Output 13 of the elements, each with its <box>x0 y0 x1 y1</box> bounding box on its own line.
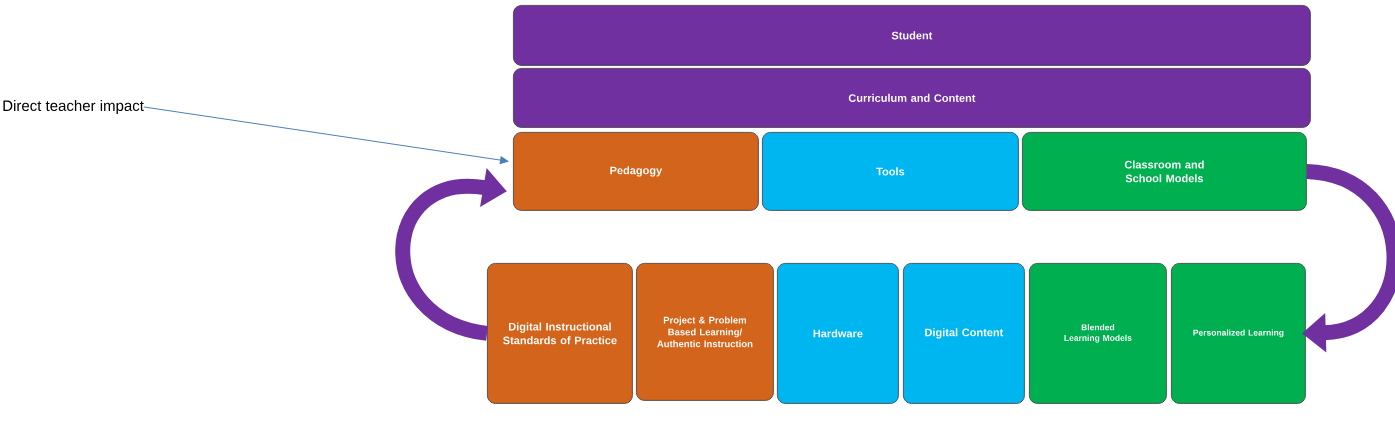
arrow <box>143 106 509 164</box>
practice-box: Personalized Learning <box>1171 263 1306 404</box>
practice-box: Blended Learning Models <box>1029 263 1167 404</box>
layer-bar: Student <box>513 5 1311 66</box>
category-box: Pedagogy <box>513 132 759 211</box>
layer-bar: Curriculum and Content <box>513 68 1311 128</box>
practice-box: Digital Content <box>903 263 1025 404</box>
category-box: Classroom and School Models <box>1022 132 1307 211</box>
practice-box: Project & Problem Based Learning/ Authentic Instruction <box>636 263 774 401</box>
annotation-text: Direct teacher impact <box>3 100 144 114</box>
practice-box: Digital Instructional Standards of Practice <box>487 263 633 404</box>
category-box: Tools <box>762 132 1019 211</box>
practice-box: Hardware <box>777 263 899 404</box>
